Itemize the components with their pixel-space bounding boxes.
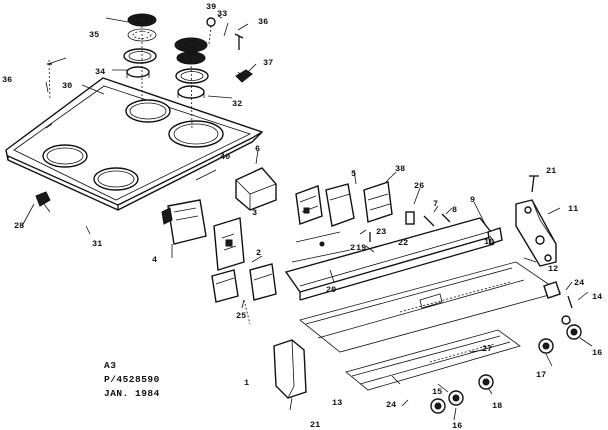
label-2-right: 2: [350, 243, 355, 253]
drawing-caption: A3 P/4528590 JAN. 1984: [104, 360, 160, 399]
label-37: 37: [263, 58, 273, 68]
label-10: 10: [484, 237, 494, 247]
caption-part-number: P/4528590: [104, 374, 160, 385]
switch-6: [235, 167, 277, 211]
switches-2: [211, 263, 277, 325]
label-21-top: 21: [546, 166, 556, 176]
label-16-right: 16: [592, 348, 602, 358]
label-12: 12: [548, 264, 558, 274]
switch-4: [161, 199, 207, 245]
surface-element-large: [174, 37, 209, 131]
label-5: 5: [351, 169, 356, 179]
label-23: 23: [376, 227, 386, 237]
label-36-left: 36: [2, 75, 12, 85]
label-8: 8: [452, 205, 457, 215]
label-40: 40: [220, 152, 230, 162]
control-backpanel: [284, 217, 561, 353]
small-round-part-39: [206, 17, 216, 45]
screw-36-left: [47, 59, 52, 101]
switch-3-left: [295, 185, 323, 225]
label-16-bottom: 16: [452, 421, 462, 430]
label-30: 30: [62, 81, 72, 91]
label-3-left: 3: [252, 208, 257, 218]
label-27: 27: [482, 344, 492, 354]
label-24-bottom: 24: [386, 400, 396, 410]
switch-38: [363, 181, 393, 223]
label-11: 11: [568, 204, 578, 214]
label-32: 32: [232, 99, 242, 109]
caption-line-1: A3: [104, 360, 116, 371]
hinge-bracket-11: [515, 199, 557, 267]
label-38: 38: [395, 164, 405, 174]
label-13: 13: [332, 398, 342, 408]
label-22: 22: [398, 238, 408, 248]
caption-date: JAN. 1984: [104, 388, 160, 399]
lower-manifold: [345, 281, 521, 391]
label-18: 18: [492, 401, 502, 411]
label-28: 28: [14, 221, 24, 231]
label-31: 31: [92, 239, 102, 249]
label-26: 26: [414, 181, 424, 191]
label-6: 6: [255, 144, 260, 154]
label-2-left: 2: [256, 248, 261, 258]
label-4: 4: [152, 255, 157, 265]
screw-21-top: [529, 175, 539, 193]
screw-36: [234, 33, 244, 50]
switch-3: [325, 183, 355, 227]
label-1: 1: [244, 378, 249, 388]
terminal-block-37: [235, 69, 253, 83]
label-21-bottom: 21: [310, 420, 320, 430]
label-19: 19: [356, 243, 366, 253]
bracket-5: [213, 217, 245, 271]
label-15: 15: [432, 387, 442, 397]
label-24-right: 24: [574, 278, 584, 288]
label-25: 25: [236, 311, 246, 321]
side-bracket-1: [273, 339, 307, 399]
label-35: 35: [89, 30, 99, 40]
label-14: 14: [592, 292, 602, 302]
knobs-valves: [430, 295, 582, 414]
cooktop-panel: [5, 77, 264, 211]
label-39: 39: [206, 2, 216, 12]
bracket-28: [35, 191, 51, 213]
label-34-top: 34: [95, 67, 105, 77]
label-20: 20: [326, 285, 336, 295]
surface-element-small: [123, 13, 157, 100]
label-33-right: 33: [217, 9, 227, 19]
label-36-top: 36: [258, 17, 268, 27]
label-17: 17: [536, 370, 546, 380]
label-9: 9: [470, 195, 475, 205]
label-7: 7: [433, 199, 438, 209]
leader-lines: [21, 15, 593, 421]
